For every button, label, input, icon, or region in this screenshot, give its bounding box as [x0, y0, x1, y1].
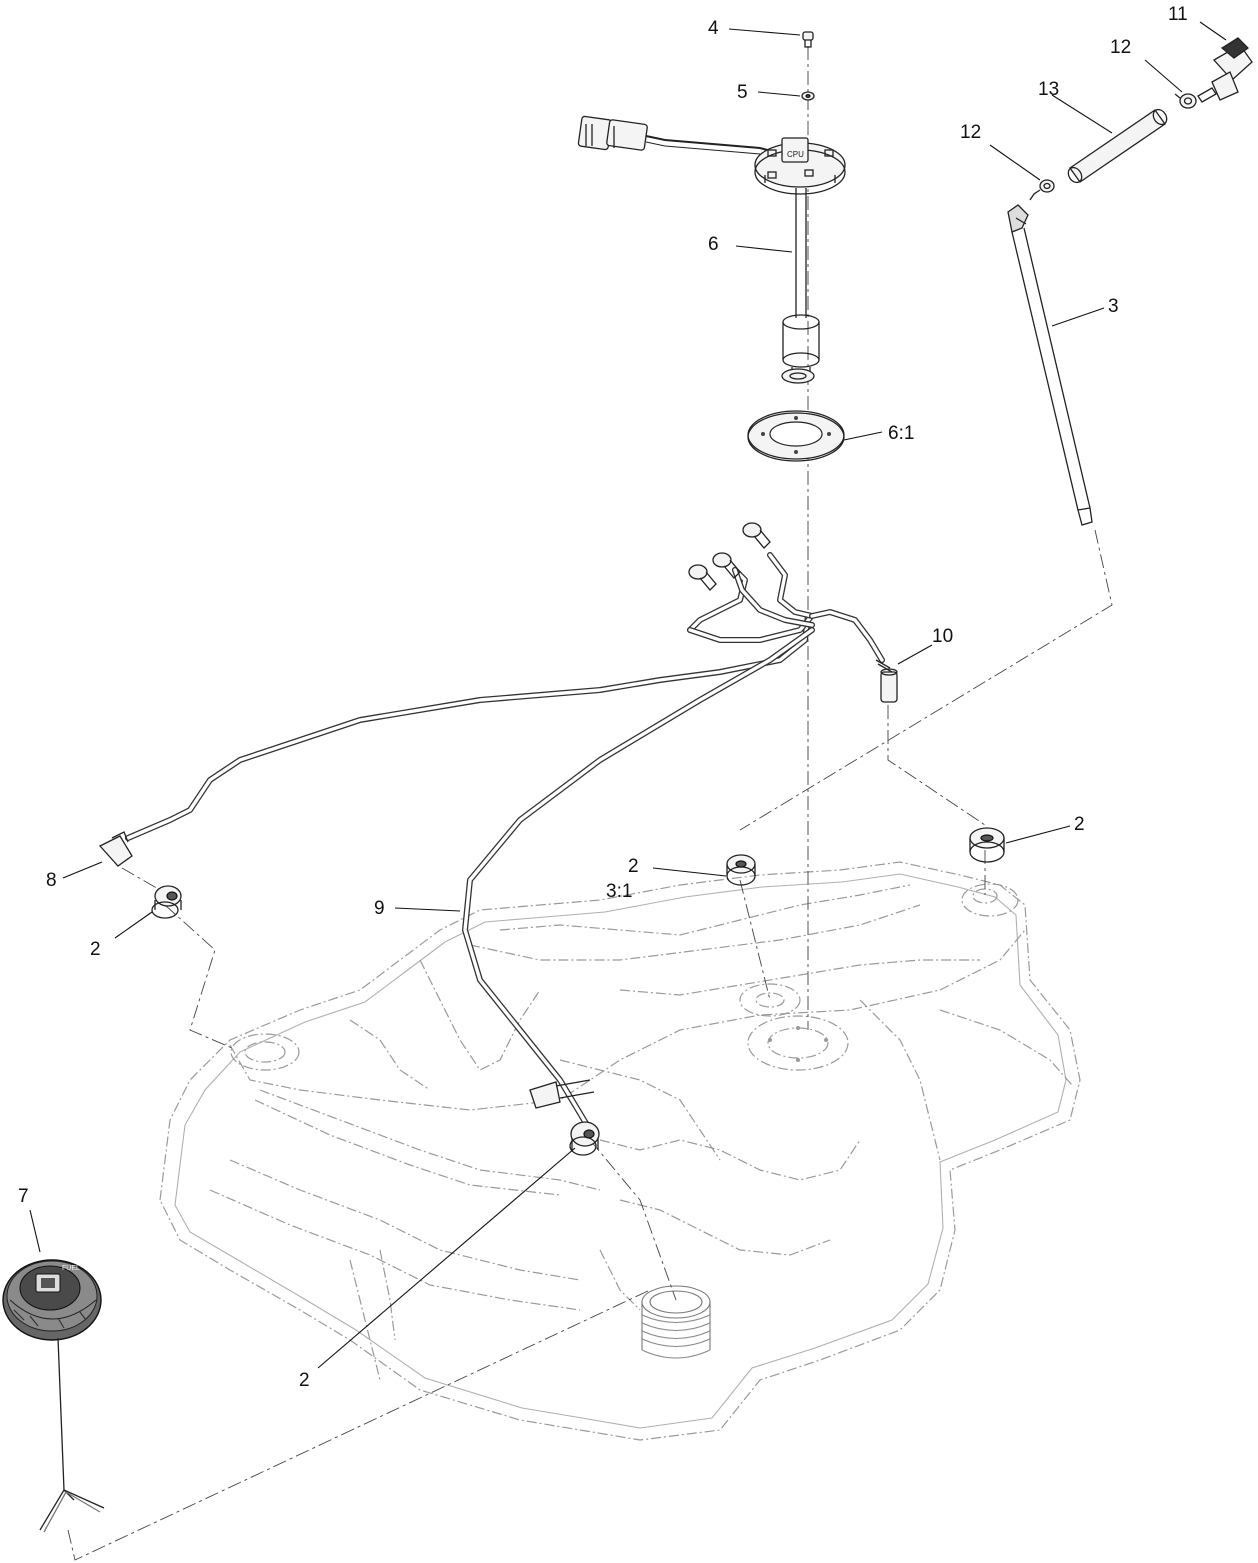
elbow-fitting [98, 831, 133, 867]
sender-screw [802, 31, 814, 48]
grommet-lower [569, 1121, 600, 1156]
fuel-level-sender: CPU [577, 115, 846, 384]
callout-labels: 11 12 13 12 4 5 6 3 6:1 10 2 2 3:1 8 9 2… [18, 4, 1188, 1391]
vent-standpipe [1007, 204, 1093, 526]
sender-washer [801, 91, 815, 101]
callout-6-1: 6:1 [888, 423, 914, 444]
callout-12-upper: 12 [1110, 37, 1131, 58]
vent-hose [1067, 108, 1168, 184]
fuel-tank-body [159, 861, 1081, 1441]
assembly-centerlines [67, 46, 1113, 1561]
grommet-upper-right [969, 827, 1005, 863]
fuel-cap: FUEL [2, 1259, 105, 1533]
sender-gasket [747, 410, 845, 462]
hose-clamp-lower [1029, 179, 1055, 201]
callout-10: 10 [932, 626, 953, 647]
callout-9: 9 [374, 898, 385, 919]
leader-lines [29, 21, 1227, 1369]
callout-11: 11 [1168, 4, 1188, 25]
callout-5: 5 [737, 82, 748, 103]
vent-valve [1197, 37, 1253, 103]
callout-2-right: 2 [1074, 814, 1085, 835]
callout-6: 6 [708, 234, 719, 255]
callout-3: 3 [1108, 296, 1119, 317]
callout-2-center: 2 [628, 856, 639, 877]
vent-fitting [875, 659, 898, 703]
callout-12-lower: 12 [960, 122, 981, 143]
callout-2-lower: 2 [299, 1370, 310, 1391]
svg-text:CPU: CPU [787, 150, 804, 159]
callout-13: 13 [1038, 79, 1059, 100]
callout-2-left: 2 [90, 939, 101, 960]
callout-7: 7 [18, 1186, 29, 1207]
fuel-hose-assembly [125, 522, 885, 1133]
hose-clamp-upper [1174, 93, 1197, 109]
filler-neck [641, 1285, 711, 1359]
callout-3-1: 3:1 [606, 881, 632, 902]
grommet-center [726, 854, 756, 886]
callout-4: 4 [708, 18, 719, 39]
callout-8: 8 [46, 870, 57, 891]
cap-label: FUEL [62, 1265, 80, 1272]
grommet-left [151, 885, 182, 919]
